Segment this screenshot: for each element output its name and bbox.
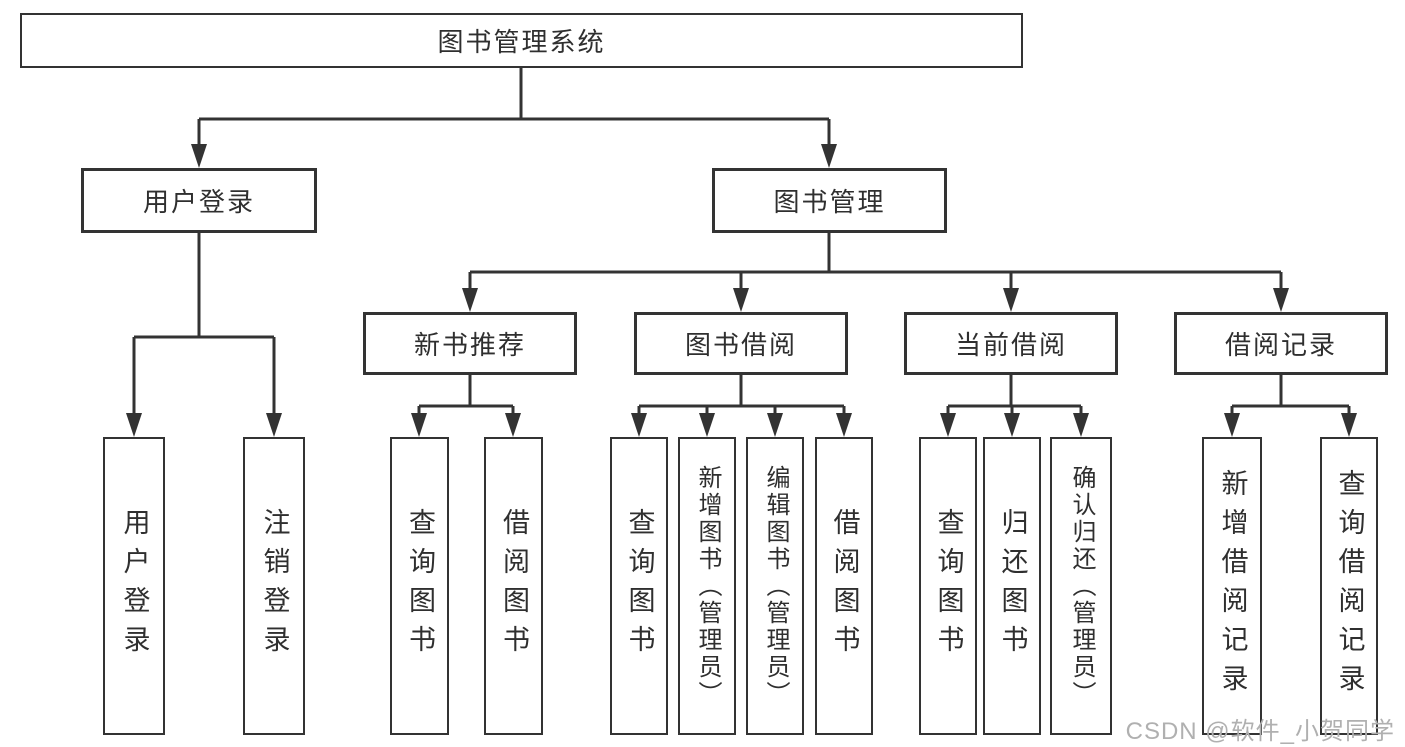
node-book-management: 图书管理 xyxy=(712,168,947,233)
connector-root-to-level2 xyxy=(197,68,831,145)
node-leaf-add-borrow-record: 新增借阅记录 xyxy=(1202,437,1262,735)
node-label: 图书管理系统 xyxy=(437,27,606,57)
arrowhead-icon xyxy=(699,413,715,437)
node-label: 借阅记录 xyxy=(1224,330,1337,360)
node-book-borrowing: 图书借阅 xyxy=(634,312,848,375)
connector-borrowrecord-to-leaves xyxy=(1230,375,1351,414)
node-label: 新增借阅记录 xyxy=(1217,469,1248,703)
node-leaf-borrow-book-1: 借阅图书 xyxy=(484,437,543,735)
arrowhead-icon xyxy=(1004,413,1020,437)
node-label: 图书借阅 xyxy=(684,330,797,360)
node-leaf-edit-book-admin: 编辑图书（管理员） xyxy=(746,437,804,735)
node-label: 借阅图书 xyxy=(499,508,529,664)
node-leaf-add-book-admin: 新增图书（管理员） xyxy=(678,437,736,735)
node-leaf-borrow-book-2: 借阅图书 xyxy=(815,437,873,735)
arrowhead-icon xyxy=(1003,288,1019,312)
arrowhead-icon xyxy=(733,288,749,312)
arrowhead-icon xyxy=(411,413,427,437)
node-library-management-system: 图书管理系统 xyxy=(20,13,1023,68)
node-leaf-logout: 注销登录 xyxy=(243,437,305,735)
node-leaf-query-book-3: 查询图书 xyxy=(919,437,977,735)
arrowhead-icon xyxy=(505,413,521,437)
node-label: 确认归还（管理员） xyxy=(1068,464,1095,708)
node-label: 查询图书 xyxy=(933,508,964,664)
connector-bookmgmt-to-level3 xyxy=(468,233,1283,289)
node-leaf-confirm-return-admin: 确认归还（管理员） xyxy=(1050,437,1112,735)
node-leaf-query-borrow-record: 查询借阅记录 xyxy=(1320,437,1378,735)
node-leaf-user-login: 用户登录 xyxy=(103,437,165,735)
arrowhead-icon xyxy=(940,413,956,437)
node-borrowing-records: 借阅记录 xyxy=(1174,312,1388,375)
node-label: 注销登录 xyxy=(259,508,290,664)
node-label: 查询借阅记录 xyxy=(1334,469,1365,703)
connector-userlogin-to-leaves xyxy=(132,233,276,414)
connector-currentborrow-to-leaves xyxy=(946,375,1083,414)
connector-newbook-to-leaves xyxy=(417,375,515,414)
arrowhead-icon xyxy=(1341,413,1357,437)
arrowhead-icon xyxy=(1224,413,1240,437)
arrowhead-icon xyxy=(1273,288,1289,312)
node-label: 用户登录 xyxy=(142,187,255,217)
node-label: 当前借阅 xyxy=(954,330,1067,360)
arrowhead-icon xyxy=(191,144,207,168)
node-label: 新书推荐 xyxy=(413,330,526,360)
node-label: 图书管理 xyxy=(773,187,886,217)
csdn-watermark: CSDN @软件_小贺同学 xyxy=(1125,718,1395,745)
node-leaf-return-book: 归还图书 xyxy=(983,437,1041,735)
node-new-book-recommend: 新书推荐 xyxy=(363,312,577,375)
node-leaf-query-book-1: 查询图书 xyxy=(390,437,449,735)
node-label: 查询图书 xyxy=(624,508,655,664)
arrowhead-icon xyxy=(631,413,647,437)
arrowhead-icon xyxy=(1073,413,1089,437)
connector-bookborrow-to-leaves xyxy=(637,375,846,414)
arrowhead-icon xyxy=(767,413,783,437)
node-label: 编辑图书（管理员） xyxy=(762,464,789,708)
arrowhead-icon xyxy=(462,288,478,312)
node-current-borrowing: 当前借阅 xyxy=(904,312,1118,375)
node-label: 用户登录 xyxy=(119,508,150,664)
node-label: 查询图书 xyxy=(405,508,435,664)
node-leaf-query-book-2: 查询图书 xyxy=(610,437,668,735)
arrowhead-icon xyxy=(266,413,282,437)
node-label: 新增图书（管理员） xyxy=(694,464,721,708)
arrowhead-icon xyxy=(821,144,837,168)
arrowhead-icon xyxy=(836,413,852,437)
arrowhead-icon xyxy=(126,413,142,437)
node-user-login: 用户登录 xyxy=(81,168,317,233)
node-label: 借阅图书 xyxy=(829,508,860,664)
node-label: 归还图书 xyxy=(997,508,1028,664)
